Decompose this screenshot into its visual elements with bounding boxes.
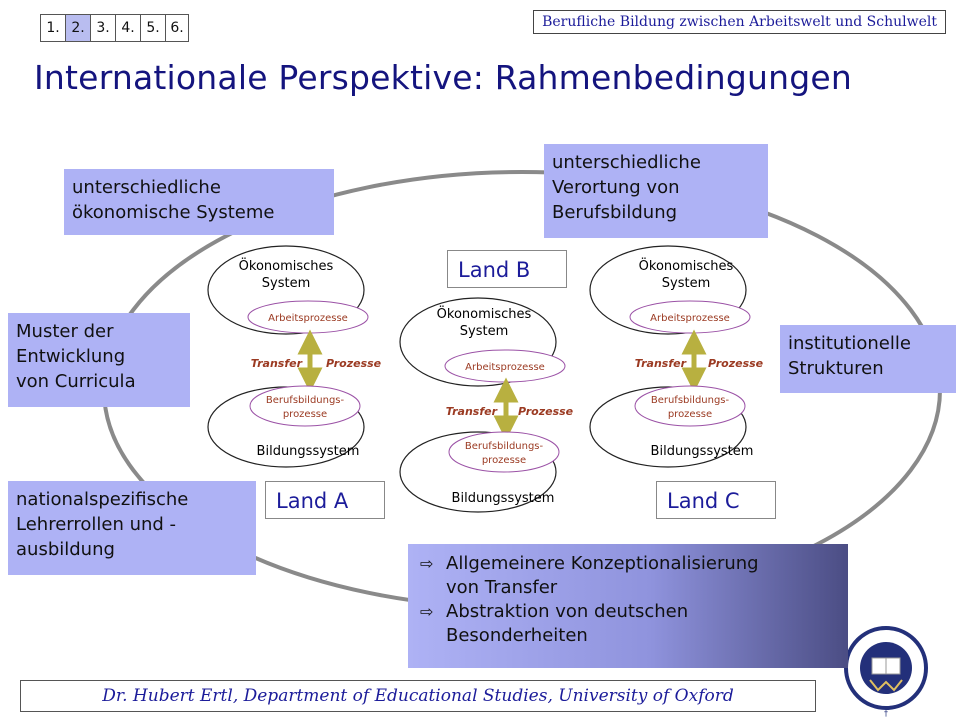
education-system-label: Bildungssystem (651, 444, 754, 459)
economic-system-label: System (662, 276, 710, 291)
vet-processes-ellipse (448, 431, 560, 473)
transfer-label: Transfer (446, 405, 498, 418)
vet-processes-ellipse (634, 385, 746, 427)
transfer-label: Transfer (251, 357, 303, 370)
header-title: Berufliche Bildung zwischen Arbeitswelt … (533, 10, 946, 34)
box-economic-systems: unterschiedliche ökonomische Systeme (64, 169, 334, 235)
land-b-label: Land B (447, 250, 567, 288)
box-line: Entwicklung (16, 346, 126, 367)
conclusion-line: von Transfer (446, 577, 558, 598)
economic-system-label: Ökonomisches (239, 257, 334, 274)
work-processes-label: Arbeitsprozesse (268, 313, 348, 324)
land-c-label: Land C (656, 481, 776, 519)
box-teacher-roles: nationalspezifische Lehrerrollen und - a… (8, 481, 256, 575)
conclusion-line: Abstraktion von deutschen (446, 601, 689, 622)
nav-item-3[interactable]: 3. (91, 15, 116, 41)
work-processes-label: Arbeitsprozesse (650, 313, 730, 324)
nav-item-5[interactable]: 5. (141, 15, 166, 41)
university-seal: † (844, 626, 928, 718)
conclusion-item: ⇨ Abstraktion von deutschen Besonderheit… (420, 600, 836, 648)
box-line: Berufsbildung (552, 202, 678, 223)
land-a-label: Land A (265, 481, 385, 519)
economic-system-label: Ökonomisches (437, 305, 532, 322)
box-line: nationalspezifische (16, 489, 189, 510)
conclusion-box: ⇨ Allgemeinere Konzeptionalisierung von … (408, 544, 848, 668)
box-line: Muster der (16, 321, 114, 342)
box-line: unterschiedliche (552, 152, 701, 173)
footer: Dr. Hubert Ertl, Department of Education… (20, 680, 816, 712)
country-b-model: Ökonomisches System Arbeitsprozesse Tran… (399, 297, 574, 513)
box-line: unterschiedliche (72, 177, 221, 198)
vet-processes-label: prozesse (482, 455, 526, 466)
transfer-label: Transfer (635, 357, 687, 370)
processes-label: Prozesse (708, 357, 764, 370)
box-vet-location: unterschiedliche Verortung von Berufsbil… (544, 144, 768, 238)
vet-processes-ellipse (249, 385, 361, 427)
nav-item-6[interactable]: 6. (166, 15, 188, 41)
box-institutional-structures: institutionelle Strukturen (780, 325, 956, 393)
vet-processes-label: prozesse (283, 409, 327, 420)
box-line: ausbildung (16, 539, 115, 560)
economic-system-label: System (262, 276, 310, 291)
vet-processes-label: Berufsbildungs- (266, 395, 345, 406)
section-nav: 1. 2. 3. 4. 5. 6. (40, 14, 189, 42)
nav-item-2[interactable]: 2. (66, 15, 91, 41)
conclusion-line: Allgemeinere Konzeptionalisierung (446, 553, 759, 574)
box-line: institutionelle (788, 333, 911, 354)
box-curricula-patterns: Muster der Entwicklung von Curricula (8, 313, 190, 407)
arrow-right-icon: ⇨ (420, 554, 434, 573)
page-title: Internationale Perspektive: Rahmenbeding… (34, 58, 853, 97)
processes-label: Prozesse (326, 357, 382, 370)
nav-item-4[interactable]: 4. (116, 15, 141, 41)
conclusion-line: Besonderheiten (446, 625, 588, 646)
box-line: ökonomische Systeme (72, 202, 275, 223)
economic-system-label: System (460, 324, 508, 339)
country-a-model: Ökonomisches System Arbeitsprozesse Tran… (207, 245, 382, 468)
vet-processes-label: prozesse (668, 409, 712, 420)
box-line: Strukturen (788, 358, 884, 379)
education-system-label: Bildungssystem (452, 491, 555, 506)
svg-text:†: † (884, 709, 888, 718)
vet-processes-label: Berufsbildungs- (465, 441, 544, 452)
box-line: Lehrerrollen und - (16, 514, 177, 535)
education-system-label: Bildungssystem (257, 444, 360, 459)
work-processes-label: Arbeitsprozesse (465, 362, 545, 373)
vet-processes-label: Berufsbildungs- (651, 395, 730, 406)
processes-label: Prozesse (518, 405, 574, 418)
conclusion-item: ⇨ Allgemeinere Konzeptionalisierung von … (420, 552, 836, 600)
country-c-model: Ökonomisches System Arbeitsprozesse Tran… (589, 245, 764, 468)
economic-system-label: Ökonomisches (639, 257, 734, 274)
box-line: von Curricula (16, 371, 136, 392)
box-line: Verortung von (552, 177, 680, 198)
arrow-right-icon: ⇨ (420, 602, 434, 621)
nav-item-1[interactable]: 1. (41, 15, 66, 41)
